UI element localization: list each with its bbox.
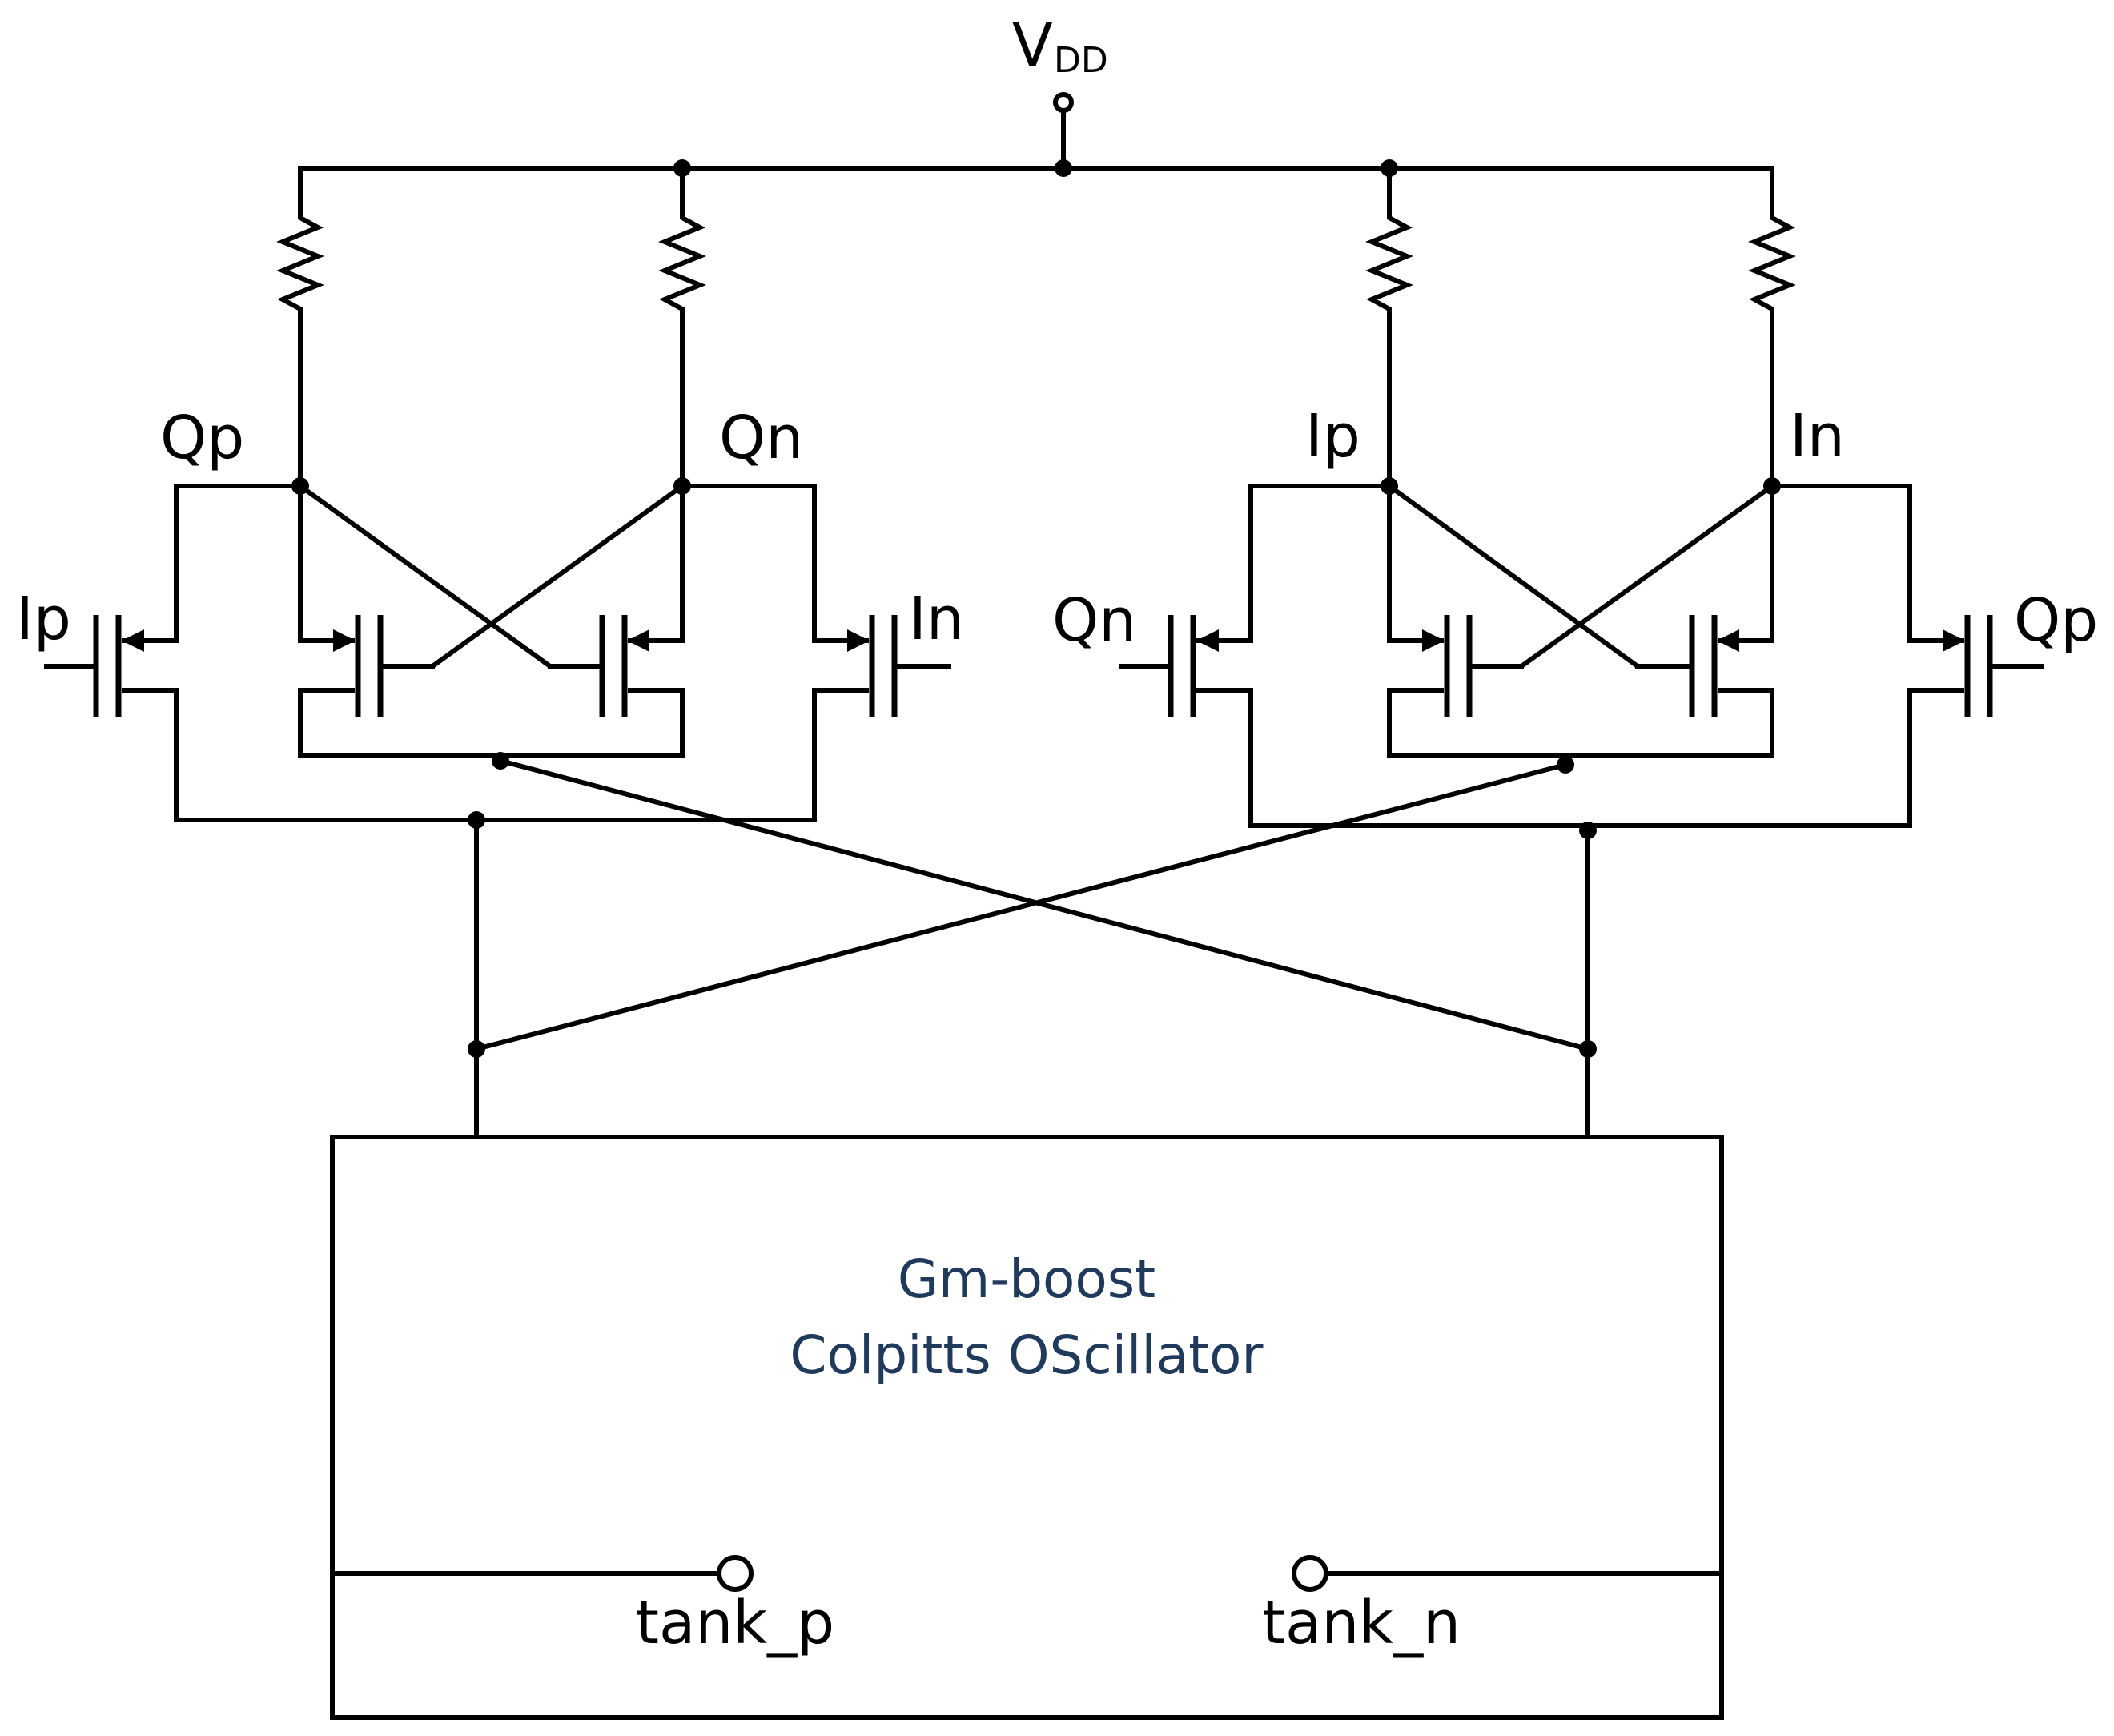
node-label-qp: Qp bbox=[160, 404, 244, 472]
tank-n-label: tank_n bbox=[1262, 1589, 1461, 1658]
node-dot bbox=[1579, 1040, 1597, 1058]
node-label-qn: Qn bbox=[719, 404, 803, 472]
vdd-terminal bbox=[1053, 92, 1074, 113]
tank-n-terminal[interactable] bbox=[1292, 1555, 1328, 1592]
node-dot bbox=[1055, 159, 1072, 177]
latch-transistor bbox=[1387, 484, 1524, 758]
latch-transistor bbox=[298, 484, 435, 758]
input-transistor bbox=[812, 484, 951, 822]
tail-interconnect bbox=[468, 757, 1597, 1139]
cross-couple-wire bbox=[1385, 482, 1642, 670]
latch-transistor bbox=[1635, 484, 1774, 758]
block-title-line1: Gm-boost bbox=[898, 1248, 1155, 1310]
node-label-in: In bbox=[1790, 402, 1845, 471]
right-latch-stage: Ip In Qn Qp bbox=[1052, 402, 2098, 839]
input-label-qp: Qp bbox=[2014, 586, 2098, 655]
input-label-qn: Qn bbox=[1052, 586, 1136, 655]
node-label-ip: Ip bbox=[1305, 402, 1360, 471]
oscillator-block: Gm-boost Colpitts OScillator tank_p tank… bbox=[330, 1135, 1724, 1720]
input-transistor bbox=[1119, 484, 1253, 828]
vdd-label: V bbox=[1012, 11, 1053, 80]
resistor bbox=[1365, 166, 1413, 488]
node-dot bbox=[468, 1040, 485, 1058]
cross-couple-wire bbox=[1517, 482, 1776, 670]
left-latch-stage: Qp Qn Ip In bbox=[16, 404, 964, 829]
input-label-in: In bbox=[909, 585, 964, 653]
resistor bbox=[276, 166, 324, 488]
latch-transistor bbox=[548, 484, 685, 758]
cross-couple-wire bbox=[296, 482, 554, 670]
vdd-label-subscript: DD bbox=[1054, 40, 1108, 81]
input-transistor bbox=[1907, 484, 2044, 828]
cross-couple-wire bbox=[428, 482, 686, 670]
resistor bbox=[1748, 166, 1796, 488]
resistor bbox=[658, 166, 706, 488]
tank-p-terminal[interactable] bbox=[717, 1555, 754, 1592]
vdd-supply: V DD bbox=[1012, 11, 1108, 171]
tank-p-label: tank_p bbox=[636, 1589, 834, 1658]
input-transistor bbox=[44, 484, 179, 822]
block-title-line2: Colpitts OScillator bbox=[790, 1324, 1264, 1386]
input-label-ip: Ip bbox=[16, 585, 71, 653]
